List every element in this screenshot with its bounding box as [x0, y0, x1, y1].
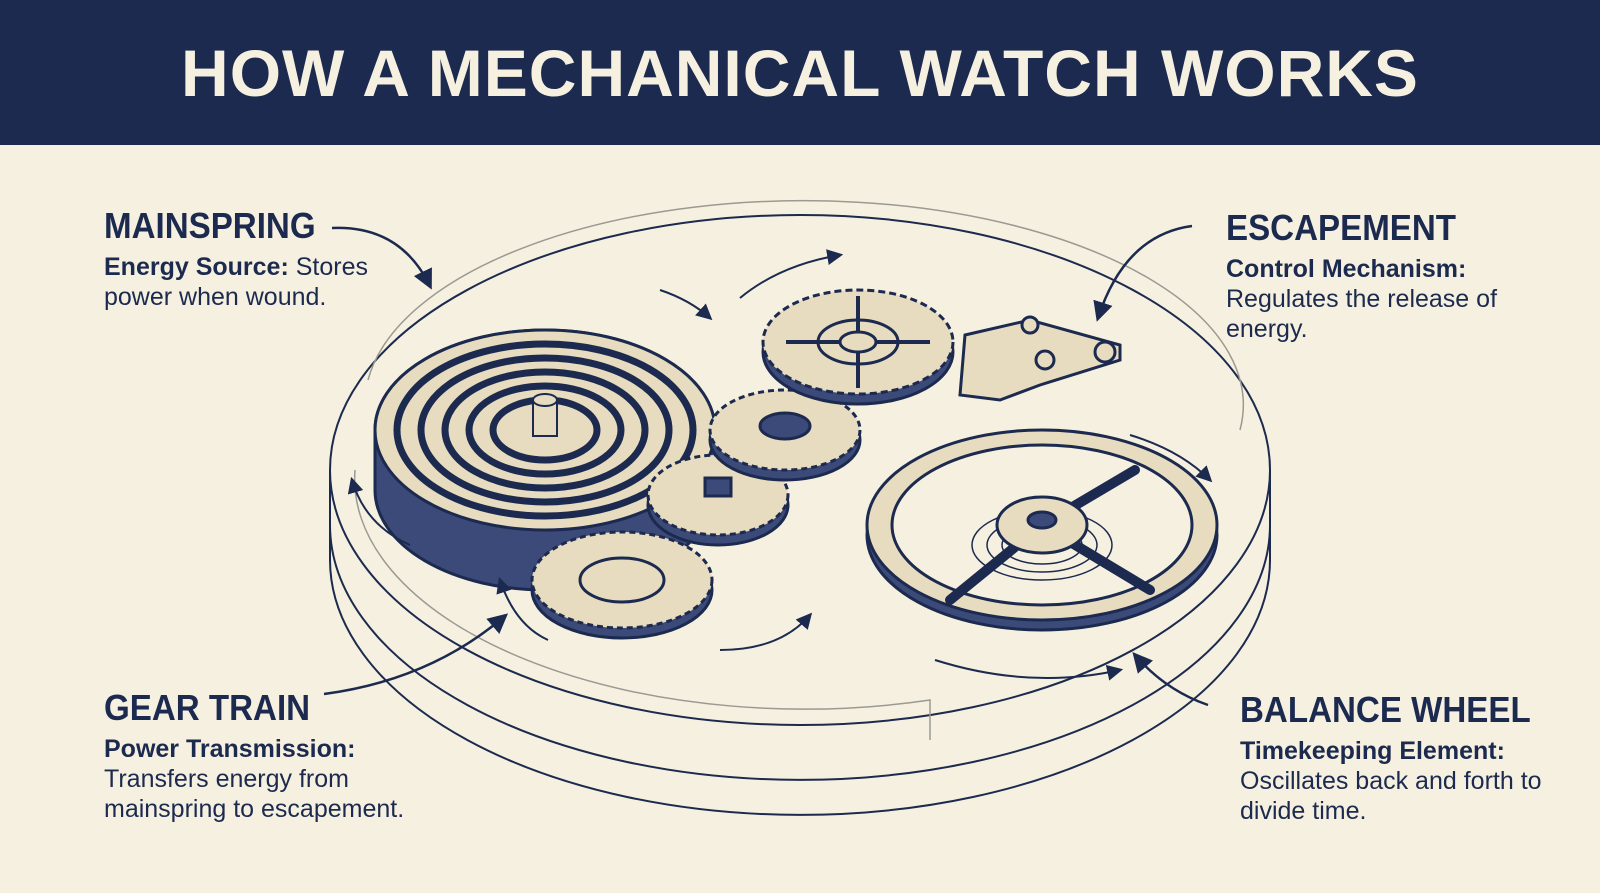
escapement-title: ESCAPEMENT — [1226, 207, 1457, 248]
watch-movement-diagram — [323, 199, 1271, 816]
gear-train-title: GEAR TRAIN — [104, 687, 311, 728]
balance-wheel-description: Timekeeping Element:Oscillates back and … — [1240, 736, 1560, 826]
gear-train-description: Power Transmission:Transfers energy from… — [104, 734, 444, 824]
mainspring-role: Energy Source: — [104, 253, 289, 281]
gear-train-text: Transfers energy from mainspring to esca… — [104, 765, 405, 823]
mainspring-text: Stores power when wound. — [104, 253, 368, 311]
escapement-role: Control Mechanism: — [1226, 255, 1467, 283]
balance-wheel-title: BALANCE WHEEL — [1240, 689, 1531, 730]
balance-wheel-label: BALANCE WHEEL Timekeeping Element:Oscill… — [1240, 690, 1560, 826]
gear-escape — [761, 288, 955, 406]
leader-lines — [323, 224, 1209, 707]
balance-wheel-text: Oscillates back and forth to divide time… — [1240, 767, 1542, 825]
page-title: HOW A MECHANICAL WATCH WORKS — [181, 35, 1419, 110]
mainspring-title: MAINSPRING — [104, 205, 316, 246]
mainspring-description: Energy Source: Stores power when wound. — [104, 252, 404, 312]
balance-wheel-role: Timekeeping Element: — [1240, 737, 1505, 765]
gear-train-label: GEAR TRAIN Power Transmission:Transfers … — [104, 688, 444, 824]
flow-arrows — [347, 249, 1213, 681]
escapement-pallet — [958, 315, 1122, 402]
escapement-label: ESCAPEMENT Control Mechanism:Regulates t… — [1226, 208, 1526, 344]
title-banner: HOW A MECHANICAL WATCH WORKS — [0, 0, 1600, 145]
balance-wheel — [865, 428, 1219, 632]
gear-train-role: Power Transmission: — [104, 735, 356, 763]
gear-large — [530, 530, 714, 640]
mainspring-label: MAINSPRING Energy Source: Stores power w… — [104, 206, 404, 312]
gear-train — [530, 288, 955, 640]
escapement-text: Regulates the release of energy. — [1226, 285, 1498, 343]
escapement-description: Control Mechanism:Regulates the release … — [1226, 254, 1526, 344]
watch-case — [329, 199, 1271, 816]
gear-small-2 — [708, 388, 862, 482]
